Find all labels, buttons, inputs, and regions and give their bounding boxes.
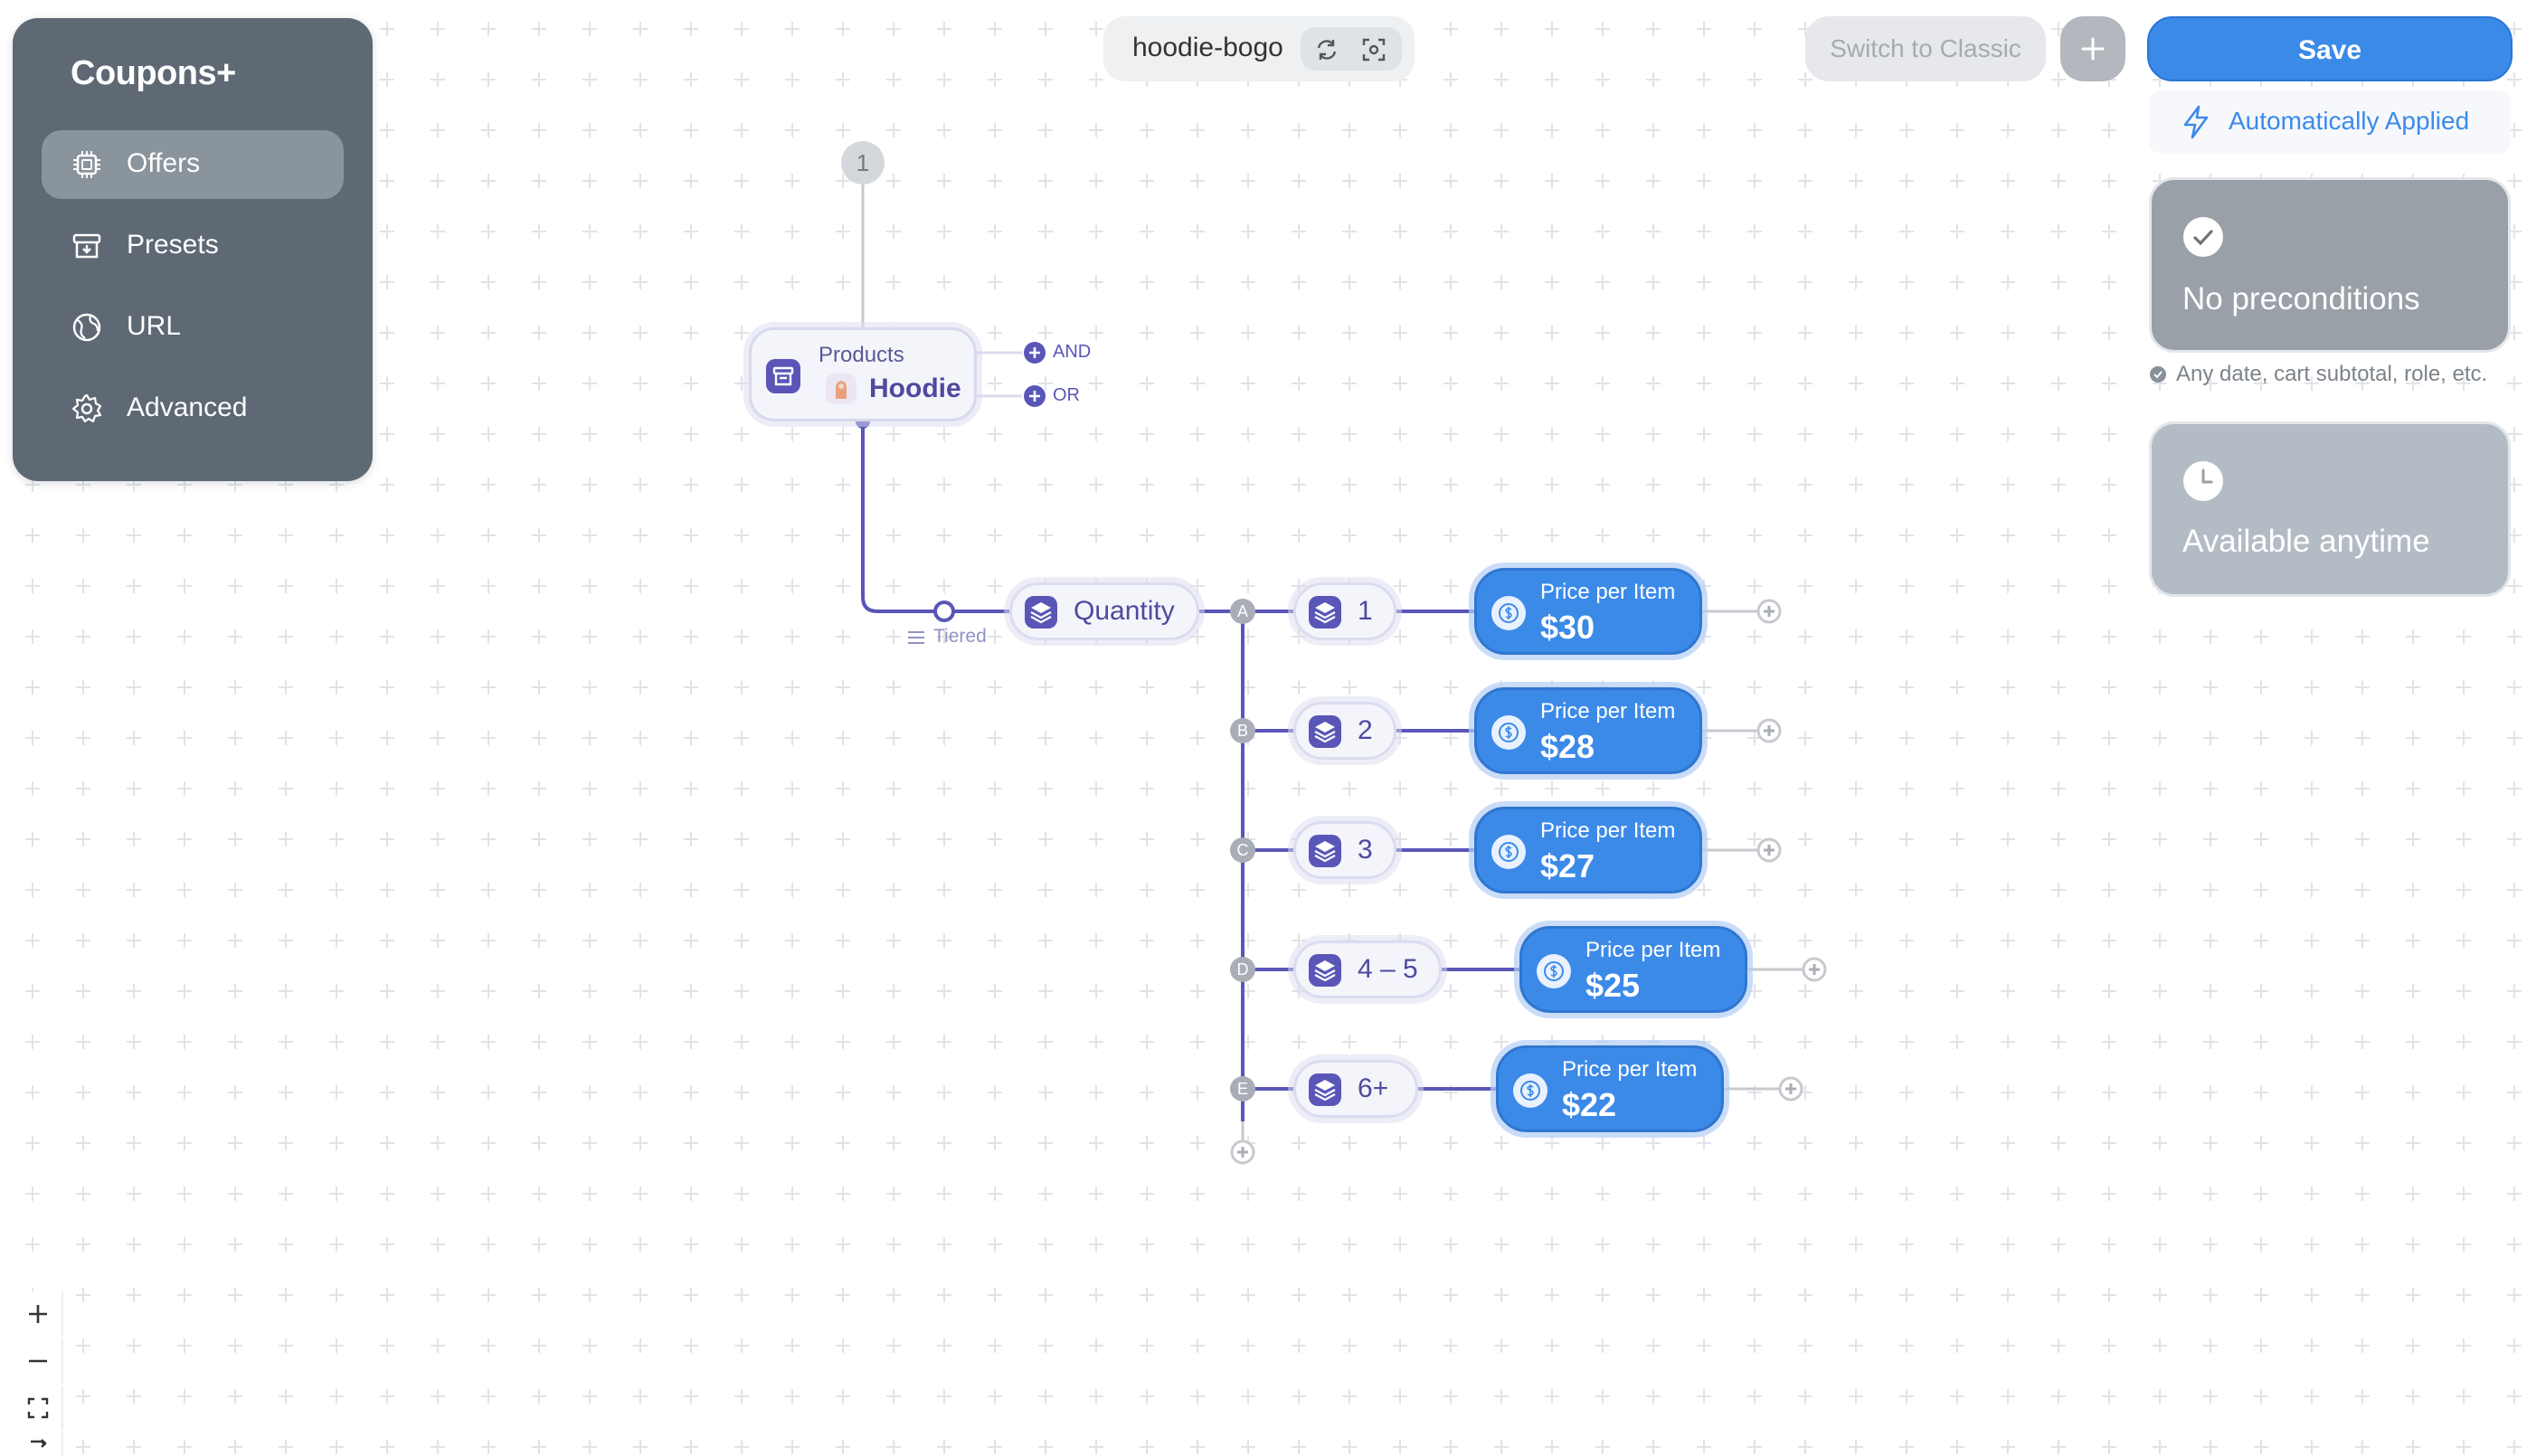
zoom-out-button[interactable] — [14, 1338, 63, 1384]
automatically-applied-label: Automatically Applied — [2229, 107, 2470, 135]
gear-icon — [71, 393, 102, 423]
check-circle-icon — [2183, 217, 2223, 257]
offer-actions — [1301, 27, 1402, 71]
tier-letter-badge: B — [1230, 718, 1255, 743]
focus-icon[interactable] — [1360, 36, 1387, 63]
toggle-interactivity-button[interactable] — [14, 1432, 63, 1456]
dollar-coin-icon — [1491, 715, 1526, 750]
tier-letter-badge: A — [1230, 599, 1255, 624]
dollar-coin-icon — [1491, 835, 1526, 869]
sidebar-item-offers[interactable]: Offers — [42, 130, 344, 199]
products-node[interactable]: Products Hoodie — [749, 327, 977, 421]
layers-icon — [1309, 715, 1341, 748]
price-value: $28 — [1540, 728, 1595, 765]
products-caption: Products — [819, 343, 904, 367]
layers-icon — [1309, 596, 1341, 629]
price-value: $25 — [1585, 967, 1641, 1004]
preconditions-card[interactable]: No preconditions — [2149, 177, 2511, 353]
tier-quantity-node[interactable]: 4 – 5 — [1293, 941, 1442, 998]
offer-name-pill[interactable]: hoodie-bogo — [1103, 16, 1415, 81]
preconditions-title: No preconditions — [2182, 281, 2420, 317]
globe-icon — [72, 313, 101, 342]
step-number-badge: 1 — [841, 141, 885, 184]
price-value: $22 — [1562, 1086, 1617, 1123]
tier-quantity-node[interactable]: 2 — [1293, 702, 1396, 760]
save-button[interactable]: Save — [2147, 16, 2513, 81]
price-caption: Price per Item — [1540, 818, 1676, 843]
schedule-title: Available anytime — [2182, 524, 2430, 559]
fit-view-icon — [27, 1397, 49, 1419]
price-node[interactable]: Price per Item $28 — [1474, 687, 1702, 774]
arrow-icon — [31, 1439, 47, 1448]
clock-icon — [2183, 461, 2223, 501]
tiered-label: Tiered — [933, 626, 987, 647]
tier-letter-badge: E — [1230, 1076, 1255, 1101]
archive-icon — [72, 233, 101, 259]
box-icon — [766, 359, 800, 393]
tier-letter-badge: D — [1230, 957, 1255, 982]
switch-to-classic-button[interactable]: Switch to Classic — [1805, 16, 2046, 81]
sidebar-item-label: Offers — [127, 148, 201, 178]
sidebar-item-label: Advanced — [127, 392, 248, 422]
tier-quantity-label: 3 — [1358, 835, 1373, 865]
tier-letter-badge: C — [1230, 837, 1255, 863]
lightning-icon — [2183, 105, 2209, 139]
quantity-node[interactable]: Quantity — [1009, 582, 1199, 640]
list-icon — [908, 631, 924, 644]
schedule-card[interactable]: Available anytime — [2149, 421, 2511, 597]
dollar-coin-icon — [1513, 1073, 1547, 1108]
plus-icon — [2081, 37, 2105, 61]
chip-icon — [73, 151, 100, 178]
add-and-icon[interactable] — [1022, 340, 1047, 365]
sidebar-item-label: Presets — [127, 230, 219, 260]
layers-icon — [1309, 1073, 1341, 1106]
tier-quantity-label: 6+ — [1358, 1073, 1389, 1103]
quantity-label: Quantity — [1074, 596, 1175, 626]
automatically-applied-toggle[interactable]: Automatically Applied — [2149, 90, 2511, 154]
layers-icon — [1025, 596, 1057, 629]
sidebar-item-advanced[interactable]: Advanced — [42, 374, 344, 443]
price-node[interactable]: Price per Item $27 — [1474, 807, 1702, 893]
plus-icon — [29, 1305, 47, 1323]
dollar-coin-icon — [1537, 954, 1571, 988]
layers-icon — [1309, 954, 1341, 987]
tier-quantity-node[interactable]: 3 — [1293, 821, 1396, 879]
hoodie-thumbnail-icon — [826, 373, 857, 404]
price-node[interactable]: Price per Item $30 — [1474, 568, 1702, 655]
sidebar-item-label: URL — [127, 311, 182, 341]
check-icon — [2150, 366, 2166, 383]
tier-quantity-label: 4 – 5 — [1358, 954, 1418, 984]
price-value: $30 — [1540, 609, 1595, 646]
products-value: Hoodie — [869, 373, 961, 403]
tier-quantity-label: 1 — [1358, 596, 1373, 626]
sidebar-item-presets[interactable]: Presets — [42, 212, 344, 280]
add-or-icon[interactable] — [1022, 383, 1047, 409]
offer-name: hoodie-bogo — [1132, 33, 1283, 62]
tier-quantity-node[interactable]: 1 — [1293, 582, 1396, 640]
zoom-in-button[interactable] — [14, 1291, 63, 1337]
tier-quantity-label: 2 — [1358, 715, 1373, 745]
minus-icon — [29, 1359, 47, 1363]
price-value: $27 — [1540, 847, 1595, 884]
price-caption: Price per Item — [1585, 938, 1721, 962]
layers-icon — [1309, 835, 1341, 867]
price-caption: Price per Item — [1540, 699, 1676, 723]
fit-view-button[interactable] — [14, 1385, 63, 1431]
or-connector-label[interactable]: OR — [1053, 385, 1080, 405]
sidebar-item-url[interactable]: URL — [42, 293, 344, 362]
refresh-icon[interactable] — [1313, 36, 1340, 63]
brand-logo: Coupons+ — [71, 54, 236, 92]
price-caption: Price per Item — [1562, 1057, 1698, 1082]
sidebar: Coupons+ Offers Presets URL Advanced — [13, 18, 373, 481]
dollar-coin-icon — [1491, 596, 1526, 630]
add-button[interactable] — [2060, 16, 2125, 81]
tier-quantity-node[interactable]: 6+ — [1293, 1060, 1418, 1118]
price-node[interactable]: Price per Item $25 — [1519, 926, 1747, 1013]
price-caption: Price per Item — [1540, 580, 1676, 604]
and-connector-label[interactable]: AND — [1053, 342, 1092, 362]
price-node[interactable]: Price per Item $22 — [1496, 1045, 1724, 1132]
